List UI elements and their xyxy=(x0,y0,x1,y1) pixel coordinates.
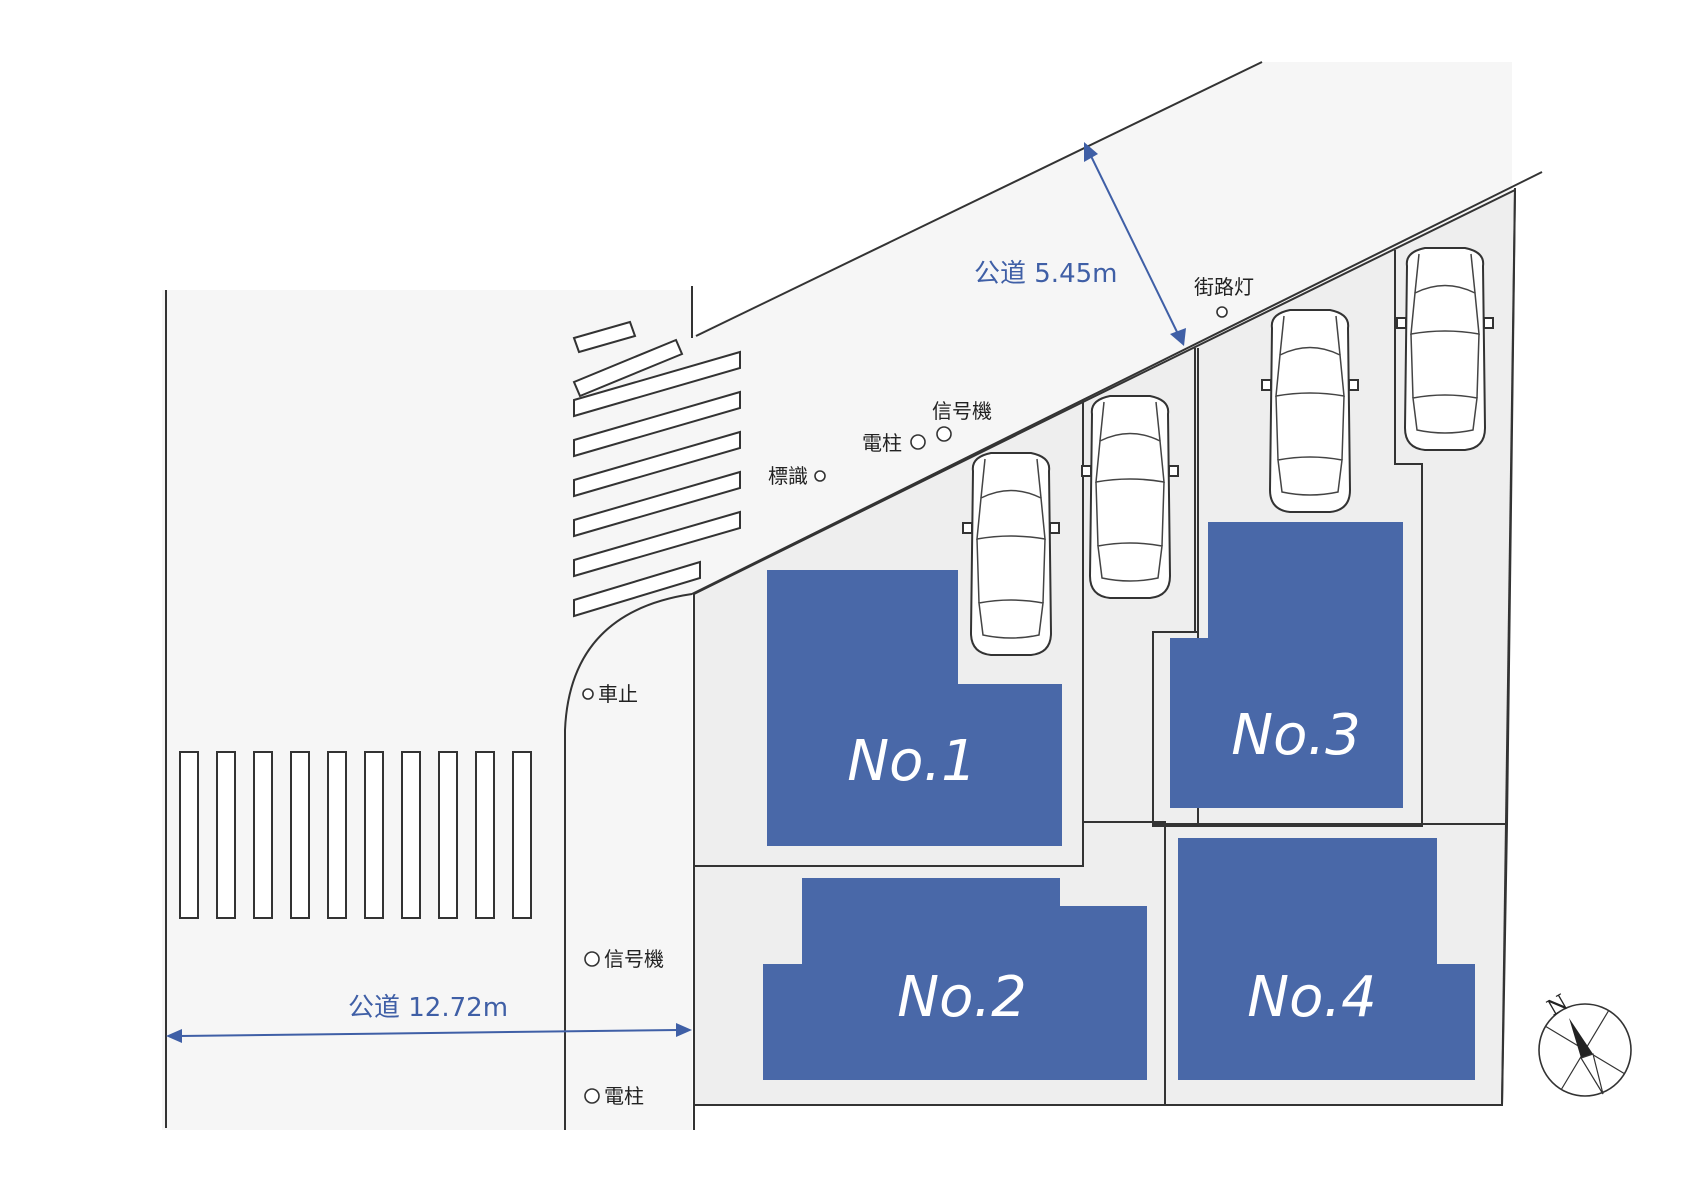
lot-label-no3: No.3 xyxy=(1231,703,1361,768)
crosswalk-stripe xyxy=(573,510,741,578)
parking-car xyxy=(1396,247,1494,451)
north-road-width-label: 公道 5.45m xyxy=(974,259,1117,289)
north-road xyxy=(692,62,1512,594)
compass-needle-north xyxy=(1569,1018,1593,1058)
crosswalk-stripe xyxy=(512,751,532,919)
north-road-inner-edge xyxy=(691,171,1543,595)
crosswalk-stripe xyxy=(364,751,384,919)
lot-label-no2: No.2 xyxy=(897,965,1027,1030)
signal-label-west: 信号機 xyxy=(604,947,664,971)
pole-marker-north xyxy=(910,434,926,450)
dimension-arrow-right xyxy=(676,1023,692,1037)
sign-label: 標識 xyxy=(768,464,808,488)
pole-label-north: 電柱 xyxy=(862,431,902,455)
fixtures: 標識 電柱 信号機 街路灯 車止 信号機 電柱 xyxy=(582,275,1254,1108)
dimension-arrow-bottom xyxy=(1170,328,1186,346)
bollard-label: 車止 xyxy=(598,682,638,706)
crosswalk-stripe xyxy=(573,560,701,618)
crosswalk-north xyxy=(572,320,741,618)
crosswalk-stripe xyxy=(573,470,741,538)
signal-label-north: 信号機 xyxy=(932,399,992,423)
crosswalk-stripe xyxy=(573,430,741,498)
parking-car xyxy=(1081,395,1179,599)
crosswalk-stripe xyxy=(572,338,684,398)
buildings xyxy=(763,522,1475,1080)
compass-rose: N xyxy=(1538,990,1632,1097)
signal-marker-north xyxy=(936,426,952,442)
streetlight-label: 街路灯 xyxy=(1194,275,1254,299)
building-no1 xyxy=(767,570,1062,846)
west-road-width-label: 公道 12.72m xyxy=(348,993,508,1023)
parking-car xyxy=(1261,309,1359,513)
crosswalk-stripe xyxy=(475,751,495,919)
dimension-north: 公道 5.45m xyxy=(974,142,1186,346)
dimension-west: 公道 12.72m xyxy=(166,993,692,1043)
compass-needle-south xyxy=(1580,1053,1604,1095)
east-boundary xyxy=(1501,187,1516,1106)
pole-marker-west xyxy=(584,1088,600,1104)
crosswalk-stripe xyxy=(573,350,741,418)
roads xyxy=(162,62,1512,1130)
building-no3 xyxy=(1170,522,1403,808)
crosswalk-stripe xyxy=(216,751,236,919)
crosswalk-stripe xyxy=(401,751,421,919)
dimension-arrow-left xyxy=(166,1029,182,1043)
dimension-arrow-top xyxy=(1084,142,1098,162)
crosswalk-stripe xyxy=(253,751,273,919)
crosswalk-stripe xyxy=(572,320,637,354)
lot-label-no1: No.1 xyxy=(847,729,977,794)
parking-car xyxy=(962,452,1060,656)
north-road-outer-edge xyxy=(695,61,1263,337)
crosswalk-stripe xyxy=(179,751,199,919)
bollard-marker xyxy=(582,688,594,700)
crosswalk-west xyxy=(179,751,532,919)
dimension-line-west xyxy=(179,1029,679,1037)
crosswalk-stripe xyxy=(573,390,741,458)
building-no2 xyxy=(763,878,1147,1080)
crosswalk-stripe xyxy=(290,751,310,919)
signal-marker-west xyxy=(584,951,600,967)
lot-label-no4: No.4 xyxy=(1247,965,1377,1030)
pole-label-west: 電柱 xyxy=(604,1084,644,1108)
crosswalk-stripe xyxy=(327,751,347,919)
dimension-line-north xyxy=(1089,153,1179,335)
sign-marker xyxy=(814,470,826,482)
sidewalk-west xyxy=(565,594,692,1130)
streetlight-marker xyxy=(1216,306,1228,318)
building-no4 xyxy=(1178,838,1475,1080)
divider-3-parking xyxy=(1152,250,1423,827)
corner-curb xyxy=(564,593,693,1130)
crosswalk-stripe xyxy=(438,751,458,919)
